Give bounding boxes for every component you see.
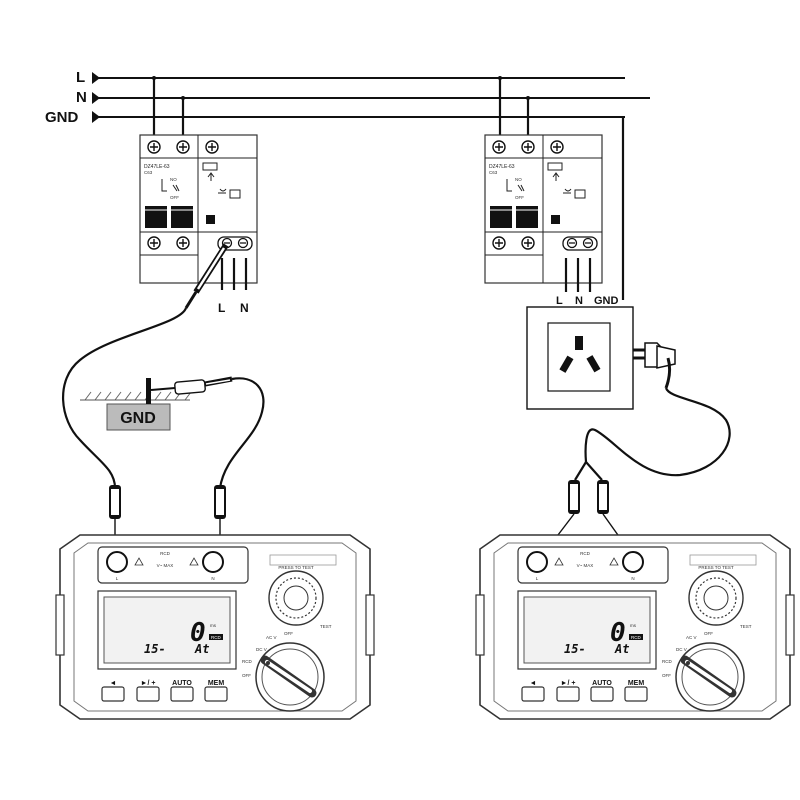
left-breaker-on: NO [170,177,177,182]
left-probe-n [214,485,226,519]
left-breaker-off: OFF [170,195,179,200]
right-test-cable [584,387,731,477]
left-btn-back-label: ◄ [110,680,117,687]
left-lcd-tag: RCD [211,635,221,640]
left-btn-auto-label: AUTO [172,680,192,687]
left-btn-mem-label: MEM [208,680,225,687]
right-lcd-unit: ms [630,623,637,628]
left-tester-warning: V~ MAX [157,563,174,568]
power-plug [633,342,676,389]
right-tester-terminal-n: N [631,576,634,581]
ground-block: GND [80,378,192,431]
left-out-l-label: L [218,301,225,315]
right-breaker-sub: C63 [489,170,498,175]
left-dial-off-top: OFF [284,631,293,636]
left-breaker-lever-2 [171,206,193,228]
right-rcd-breaker: DZ47LE-63 C63 NO OFF [484,134,603,284]
left-tester-test-label: TEST [320,624,332,629]
left-out-n-label: N [240,301,249,315]
left-tester-terminal-n: N [211,576,214,581]
ground-probe [150,376,233,395]
bus-l-label: L [76,69,85,86]
right-tester-warning: V~ MAX [577,563,594,568]
bus-gnd-label: GND [45,109,79,126]
right-dial-off: OFF [662,673,671,678]
left-dial-off: OFF [242,673,251,678]
left-breaker-lever-1 [145,206,167,228]
right-dial-acv: AC V [686,635,697,640]
right-lcd-left: 15- [564,642,586,656]
right-breaker-lever-2 [516,206,538,228]
wall-socket [526,306,634,410]
right-lcd-mode: At [614,642,629,656]
right-dial-off-top: OFF [704,631,713,636]
right-rcd-tester: L N RCD V~ MAX PRESS TO TEST TEST 0 ms 1… [476,535,794,719]
left-rcd-tester: L N RCD V~ MAX PRESS TO TEST TEST 0 ms 1… [56,535,374,719]
right-breaker-model: DZ47LE-63 [489,164,515,170]
left-probe-l [109,485,121,519]
right-out-l-label: L [556,295,563,307]
right-lcd-value: 0 [610,618,626,648]
right-out-gnd-label: GND [594,295,619,307]
ground-label: GND [120,410,156,427]
left-lcd-mode: At [194,642,209,656]
right-dial-dcv: DC V [676,647,687,652]
left-breaker-sub: C63 [144,170,153,175]
right-dial-rcd: RCD [662,659,672,664]
socket-slot-right [586,355,601,373]
left-lcd-unit: ms [210,623,217,628]
left-lcd-value: 0 [190,618,206,648]
left-dial-acv: AC V [266,635,277,640]
left-tester-terminal-l: L [116,576,119,581]
right-tester-rcd-label: RCD [580,551,590,556]
right-breaker-on: NO [515,177,522,182]
bus-lines: L N GND [45,69,650,300]
right-tester-press-label: PRESS TO TEST [698,565,734,570]
left-tester-press-label: PRESS TO TEST [278,565,314,570]
right-breaker-lever-1 [490,206,512,228]
right-btn-mem-label: MEM [628,680,645,687]
right-btn-back-label: ◄ [530,680,537,687]
left-tester-rcd-label: RCD [160,551,170,556]
left-dial-dcv: DC V [256,647,267,652]
right-tester-test-label: TEST [740,624,752,629]
right-tester-terminal-l: L [536,576,539,581]
right-btn-fwd-label: ►/ + [561,680,576,687]
left-breaker-model: DZ47LE-63 [144,164,170,170]
left-dial-rcd: RCD [242,659,252,664]
right-btn-auto-label: AUTO [592,680,612,687]
socket-earth-slot [575,336,583,350]
ground-test-cable [218,377,265,489]
right-breaker-off: OFF [515,195,524,200]
right-out-n-label: N [575,295,583,307]
left-lcd-left: 15- [144,642,166,656]
right-probe-left [568,480,580,514]
right-lcd-tag: RCD [631,635,641,640]
socket-slot-left [559,355,574,373]
bus-n-label: N [76,89,87,106]
left-btn-fwd-label: ►/ + [141,680,156,687]
right-probe-right [597,480,609,514]
left-test-cable [61,307,188,489]
left-rcd-breaker: DZ47LE-63 C63 NO OFF [139,134,258,284]
